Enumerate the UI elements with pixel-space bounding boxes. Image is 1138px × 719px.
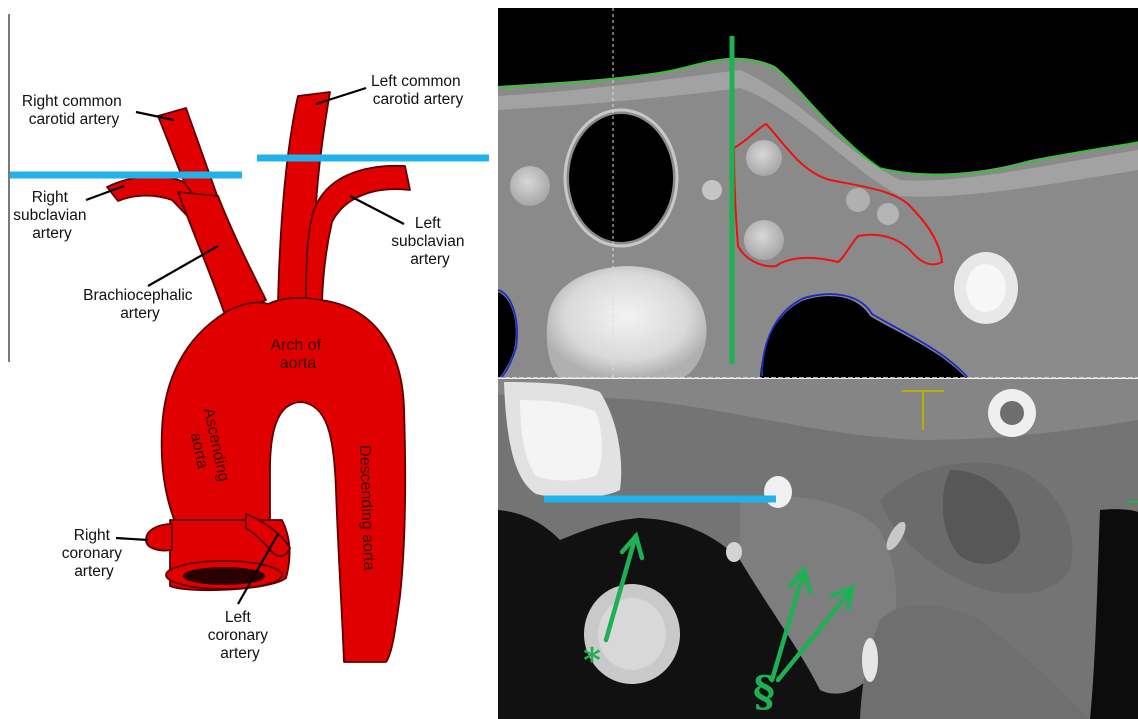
aorta-diagram: Right common carotid artery Left common … <box>9 14 489 662</box>
ct-axial-vertebra <box>547 266 707 378</box>
ct-axial-trachea <box>569 114 673 242</box>
ct-axial-vessel <box>510 166 550 206</box>
label-right-subclavian: Right subclavian artery <box>13 189 91 242</box>
label-brachiocephalic: Brachiocephalic artery <box>83 287 197 322</box>
ct-axial-vessel <box>877 203 899 225</box>
label-left-common-carotid: Left common carotid artery <box>371 73 465 108</box>
ct-coronal-bone-ring-center <box>1000 401 1024 425</box>
ct-coronal-bright-spot <box>726 542 742 562</box>
label-left-coronary: Left coronary artery <box>208 609 273 662</box>
ct-axial-panel <box>498 8 1138 378</box>
label-right-coronary: Right coronary artery <box>62 527 127 580</box>
ct-coronal-vertebra-core <box>520 400 602 481</box>
asterisk-marker: * <box>583 641 601 681</box>
ct-axial-vessel <box>746 140 782 176</box>
right-coronary-vessel <box>146 524 172 551</box>
ct-coronal-bright-spot <box>764 476 792 508</box>
ct-axial-vessel <box>744 220 784 260</box>
ct-axial-vessel <box>702 180 722 200</box>
ct-coronal-panel: * § <box>498 379 1138 719</box>
ct-axial-vessel <box>846 188 870 212</box>
ct-coronal-bright-spot <box>862 638 878 682</box>
section-marker: § <box>753 667 775 716</box>
ct-axial-bone-core <box>966 264 1006 312</box>
label-right-common-carotid: Right common carotid artery <box>22 93 126 128</box>
